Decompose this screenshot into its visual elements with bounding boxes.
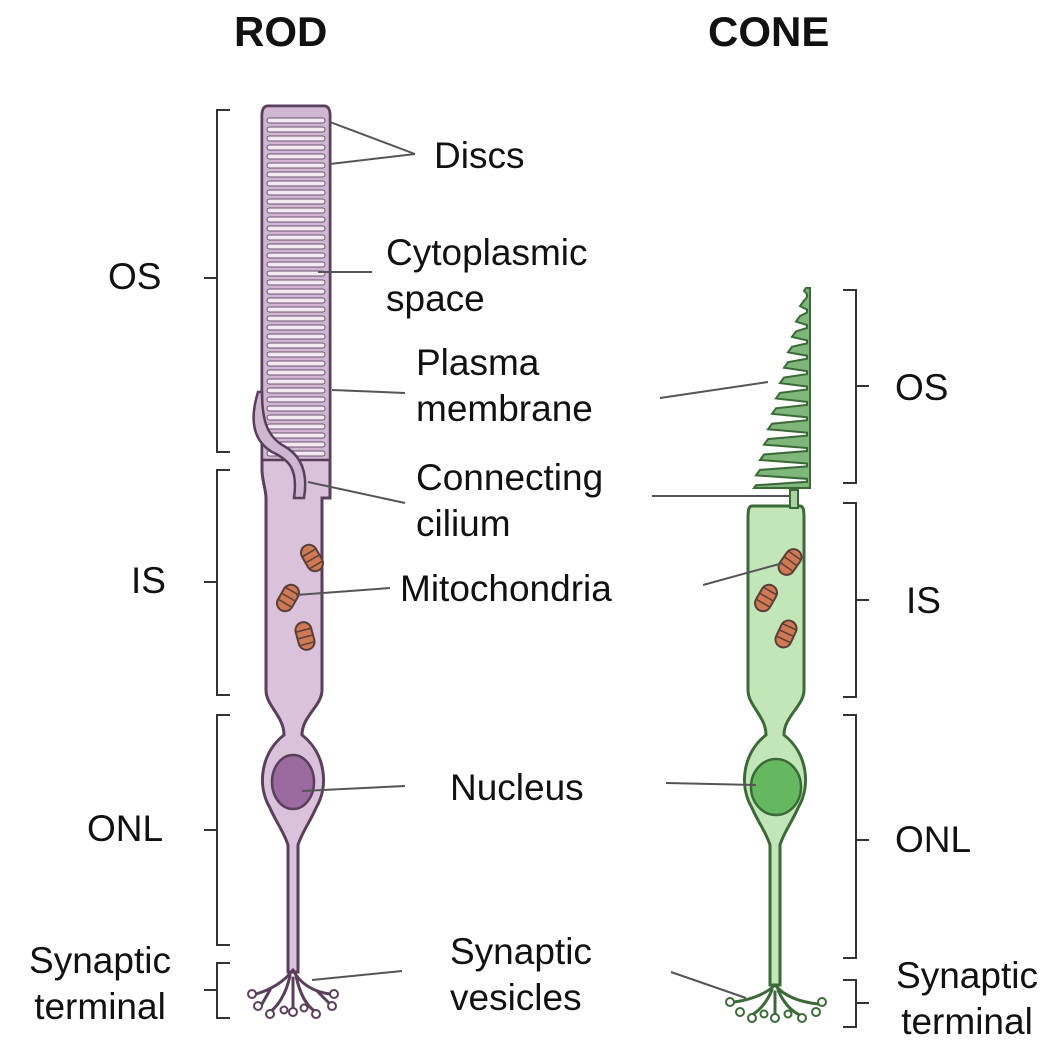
- connecting-line2: cilium: [416, 501, 603, 547]
- rod-synaptic-line1: Synaptic: [5, 938, 195, 984]
- rod-synaptic-terminal: [256, 970, 330, 1012]
- plasma-cone-leader: [660, 382, 768, 398]
- rod-synaptic-terminal-label: Synaptic terminal: [5, 938, 195, 1030]
- rod-os-bracket: [204, 110, 230, 452]
- rod-nucleus: [272, 755, 314, 809]
- discs-leader-upper: [330, 122, 415, 154]
- cone-os-bracket: [843, 290, 869, 483]
- cone-os-label: OS: [895, 365, 948, 411]
- rod-disc: [267, 163, 325, 168]
- rod-synaptic-bracket: [204, 963, 230, 1018]
- plasma-line1: Plasma: [416, 340, 593, 386]
- discs-label: Discs: [434, 133, 524, 179]
- synaptic-vesicles-label: Synaptic vesicles: [450, 929, 592, 1021]
- cone-onl-bracket: [843, 715, 869, 958]
- rod-cell: [248, 106, 338, 1018]
- rod-disc: [267, 370, 325, 375]
- plasma-membrane-label: Plasma membrane: [416, 340, 593, 432]
- cytoplasmic-line2: space: [386, 276, 588, 322]
- rod-disc: [267, 136, 325, 141]
- rod-disc: [267, 244, 325, 249]
- rod-disc: [267, 262, 325, 267]
- rod-is-bracket: [204, 470, 230, 695]
- cone-cell-body: [744, 506, 805, 985]
- rod-synaptic-line2: terminal: [5, 984, 195, 1030]
- rod-disc: [267, 226, 325, 231]
- rod-disc: [267, 388, 325, 393]
- vesicles-rod-leader: [312, 971, 402, 980]
- discs-leader-lower: [330, 154, 415, 164]
- cone-is-label: IS: [906, 578, 941, 624]
- cone-brackets: [843, 290, 869, 1027]
- vesicles-line1: Synaptic: [450, 929, 592, 975]
- plasma-line2: membrane: [416, 386, 593, 432]
- nucleus-label: Nucleus: [450, 765, 584, 811]
- cone-outer-segment: [754, 288, 810, 488]
- rod-disc: [267, 424, 325, 429]
- rod-disc: [267, 433, 325, 438]
- rod-os-label: OS: [108, 254, 161, 300]
- rod-brackets: [204, 110, 230, 1018]
- rod-title: ROD: [234, 8, 327, 56]
- cone-onl-label: ONL: [895, 817, 971, 863]
- cone-synaptic-line2: terminal: [872, 999, 1062, 1045]
- rod-disc: [267, 127, 325, 132]
- rod-disc: [267, 397, 325, 402]
- rod-disc: [267, 199, 325, 204]
- cone-synaptic-terminal-label: Synaptic terminal: [872, 953, 1062, 1045]
- rod-disc: [267, 307, 325, 312]
- rod-disc: [267, 406, 325, 411]
- rod-disc: [267, 289, 325, 294]
- rod-disc: [267, 181, 325, 186]
- rod-disc: [267, 415, 325, 420]
- cone-is-bracket: [843, 503, 869, 697]
- rod-disc: [267, 253, 325, 258]
- rod-disc: [267, 154, 325, 159]
- cytoplasmic-line1: Cytoplasmic: [386, 230, 588, 276]
- cone-title: CONE: [708, 8, 829, 56]
- rod-disc: [267, 208, 325, 213]
- rod-disc: [267, 334, 325, 339]
- rod-disc: [267, 235, 325, 240]
- rod-disc: [267, 280, 325, 285]
- rod-disc: [267, 172, 325, 177]
- vesicles-cone-leader: [671, 972, 746, 998]
- rod-disc: [267, 325, 325, 330]
- rod-disc: [267, 343, 325, 348]
- rod-disc: [267, 271, 325, 276]
- cone-nucleus: [751, 759, 801, 815]
- connecting-cilium-label: Connecting cilium: [416, 455, 603, 547]
- connecting-line1: Connecting: [416, 455, 603, 501]
- rod-disc: [267, 118, 325, 123]
- rod-disc: [267, 145, 325, 150]
- rod-disc: [267, 316, 325, 321]
- rod-is-label: IS: [131, 558, 166, 604]
- rod-disc: [267, 298, 325, 303]
- cone-synaptic-terminal: [734, 985, 818, 1016]
- mitochondria-label: Mitochondria: [400, 566, 612, 612]
- cone-cell: [726, 288, 826, 1022]
- rod-disc: [267, 217, 325, 222]
- rod-disc: [267, 379, 325, 384]
- cone-synaptic-line1: Synaptic: [872, 953, 1062, 999]
- vesicles-line2: vesicles: [450, 975, 592, 1021]
- plasma-rod-leader: [332, 390, 405, 393]
- cone-synaptic-bracket: [843, 980, 869, 1027]
- cytoplasmic-space-label: Cytoplasmic space: [386, 230, 588, 322]
- nucleus-cone-leader: [666, 783, 756, 785]
- rod-disc: [267, 361, 325, 366]
- rod-disc: [267, 190, 325, 195]
- rod-onl-bracket: [204, 715, 230, 945]
- rod-onl-label: ONL: [87, 806, 163, 852]
- rod-disc: [267, 352, 325, 357]
- cone-connecting-cilium: [790, 490, 798, 508]
